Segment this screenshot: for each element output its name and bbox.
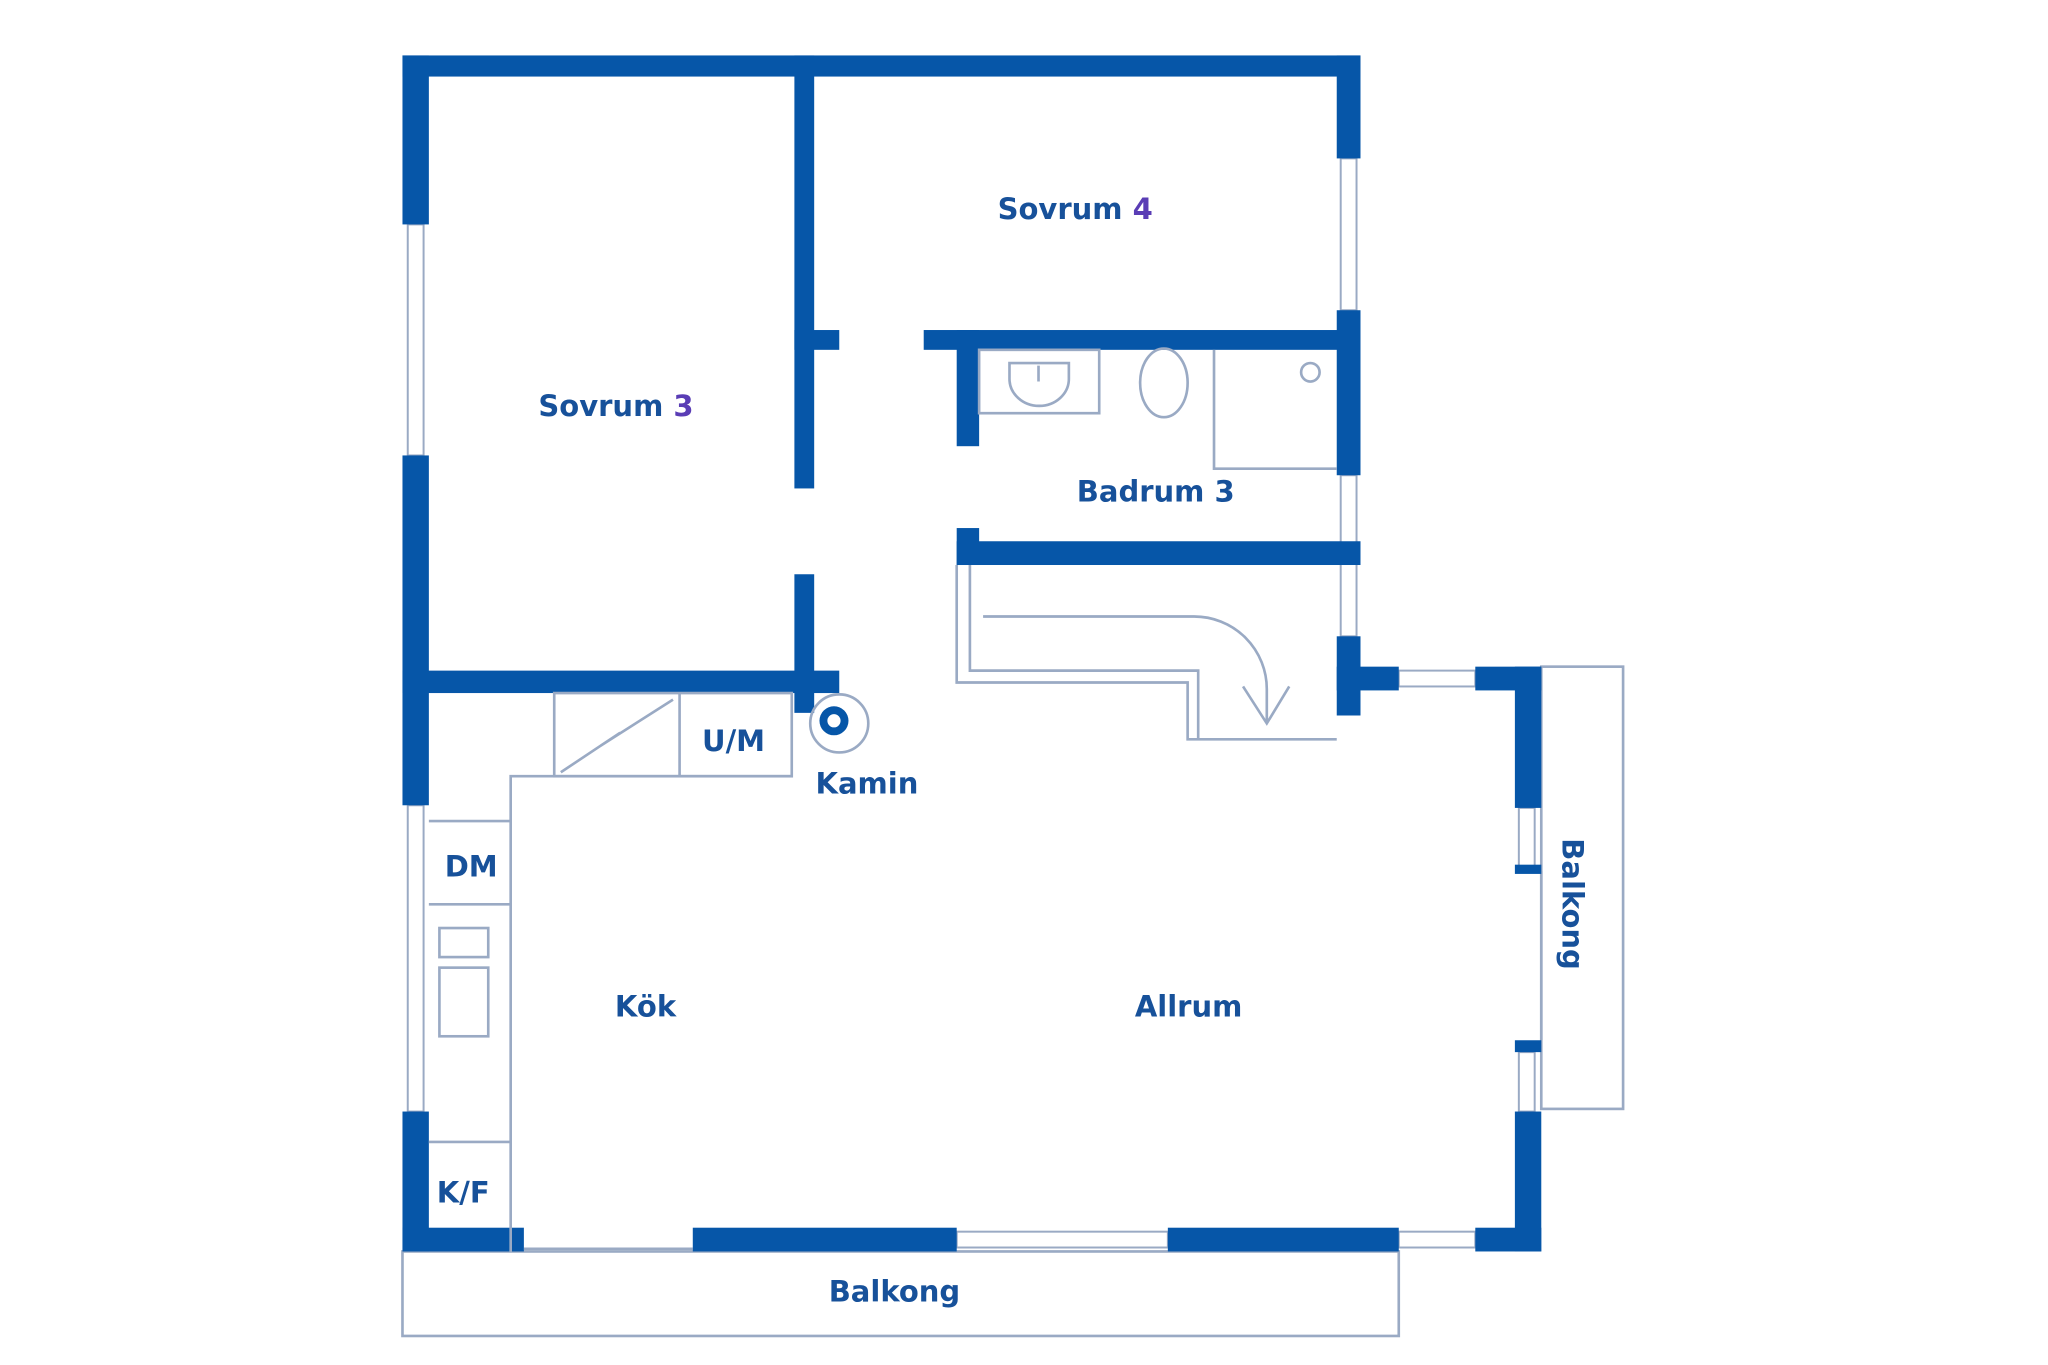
toilet-icon [1138,347,1189,419]
electrical-panel-icon [560,698,674,774]
shower-icon [1212,349,1337,470]
stair-direction-arrow [983,615,1291,726]
room-label-badrum-3: Badrum 3 [1077,475,1235,509]
room-label-kok: Kök [615,989,677,1023]
bathroom-fixtures [977,347,1337,470]
label-kamin: Kamin [816,766,919,800]
kitchen-counters [428,691,794,1252]
fireplace-icon [808,693,870,754]
staircase [955,565,1337,741]
room-label-sovrum-4: Sovrum 4 [998,192,1153,226]
fixture-label-um: U/M [702,724,765,758]
room-label-sovrum-3: Sovrum 3 [538,389,693,423]
room-label-allrum: Allrum [1135,989,1243,1023]
fixture-label-dm: DM [445,850,498,884]
stove-icon [438,926,490,959]
sink-icon [1008,361,1071,408]
label-balkong-bottom: Balkong [829,1275,961,1309]
walls [402,55,1542,1252]
windows [406,157,1543,1251]
label-balkong-right: Balkong [1555,838,1589,970]
fixture-label-kf: K/F [437,1176,490,1210]
